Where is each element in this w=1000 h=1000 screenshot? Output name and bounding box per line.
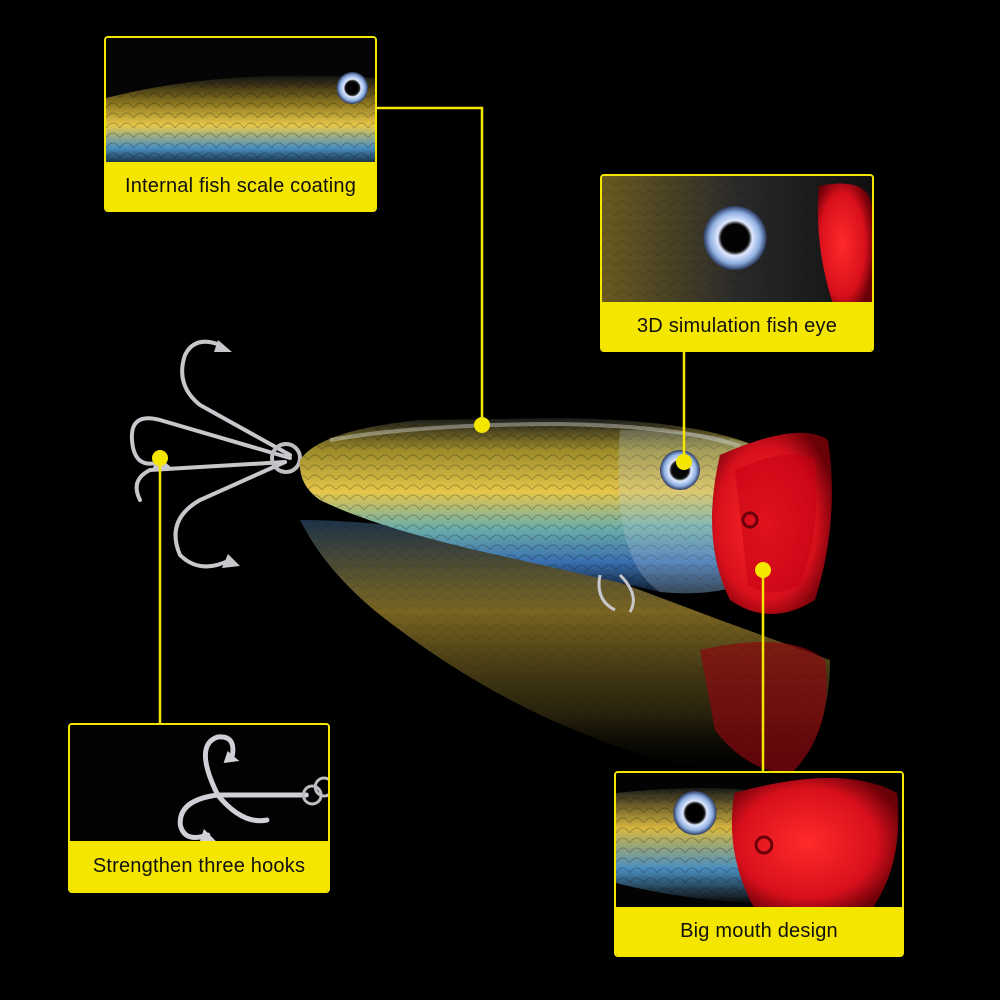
fish-eye-closeup-image	[602, 176, 872, 306]
callout-three-hooks: Strengthen three hooks	[68, 723, 330, 893]
treble-hook-closeup-image	[70, 725, 328, 845]
callout-fish-eye: 3D simulation fish eye	[600, 174, 874, 352]
callout-label: Strengthen three hooks	[70, 841, 328, 891]
callout-big-mouth: Big mouth design	[614, 771, 904, 957]
lure-mouth-closeup-image	[616, 773, 902, 911]
fish-scale-closeup-image	[106, 38, 375, 166]
callout-label: Big mouth design	[616, 907, 902, 955]
callout-label: 3D simulation fish eye	[602, 302, 872, 350]
callout-fish-scale: Internal fish scale coating	[104, 36, 377, 212]
callout-label: Internal fish scale coating	[106, 162, 375, 210]
